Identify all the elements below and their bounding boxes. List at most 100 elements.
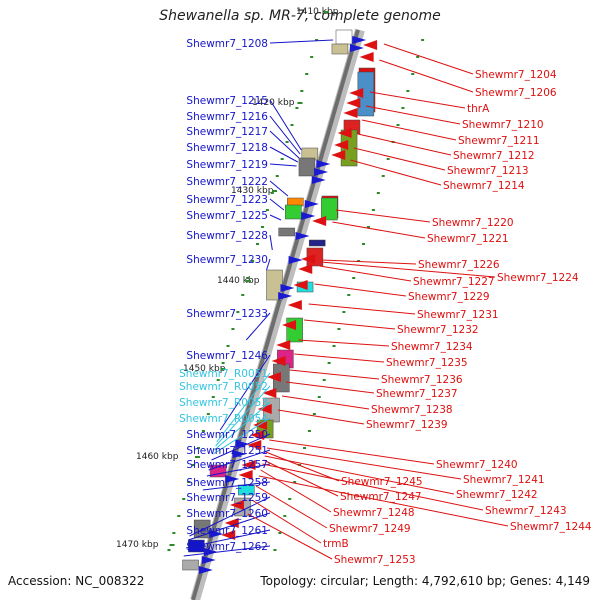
ruler-label: 1430 kbp <box>231 186 274 196</box>
gene-arrow <box>298 264 313 274</box>
gene-label-right: Shewmr7_1232 <box>397 324 479 336</box>
accession-label: Accession: NC_008322 <box>8 574 145 588</box>
feature-block <box>182 559 199 571</box>
gene-label-left: Shewmr7_1219 <box>186 159 268 171</box>
gene-label-right: Shewmr7_1210 <box>462 119 544 131</box>
leader-line <box>369 91 466 109</box>
gene-arrow <box>363 40 378 50</box>
feature-block <box>321 197 338 221</box>
topology-label: Topology: circular; Length: 4,792,610 bp… <box>260 574 590 588</box>
gene-arrow <box>346 98 361 108</box>
gene-label-right: Shewmr7_1211 <box>458 135 540 147</box>
gene-label-left: Shewmr7_R0054 <box>179 413 268 425</box>
gene-arrow <box>349 88 364 98</box>
leader-line <box>269 234 273 251</box>
gene-arrow <box>262 388 277 398</box>
leader-line <box>269 180 289 197</box>
gene-arrow <box>301 254 316 264</box>
gene-labels: Shewmr7_1208Shewmr7_1215Shewmr7_1216Shew… <box>179 38 592 566</box>
leader-line <box>208 449 271 471</box>
leader-line <box>189 496 271 537</box>
gene-arrow <box>316 160 331 168</box>
gene-label-right: trmB <box>323 538 349 550</box>
gene-arrow <box>334 140 349 150</box>
feature-block <box>308 239 326 247</box>
gene-label-right: Shewmr7_1235 <box>386 357 468 369</box>
gene-arrow <box>304 200 319 208</box>
leader-line <box>264 455 455 495</box>
gene-label-left: Shewmr7_1251 <box>186 445 268 457</box>
leader-line <box>260 469 332 513</box>
leader-line <box>251 499 322 544</box>
leader-line <box>258 475 509 527</box>
leader-line <box>245 312 271 341</box>
leader-line <box>266 447 462 480</box>
gene-label-left: Shewmr7_1208 <box>186 38 268 50</box>
gene-label-left: Shewmr7_1262 <box>186 541 268 553</box>
gene-label-right: Shewmr7_1248 <box>333 507 415 519</box>
gene-label-left: Shewmr7_1259 <box>186 492 268 504</box>
leader-line <box>269 439 435 465</box>
gene-arrow <box>288 256 303 264</box>
gene-arrow <box>337 128 352 138</box>
leader-line <box>269 130 300 159</box>
gene-label-left: Shewmr7_1215 <box>186 95 268 107</box>
gene-arrow <box>343 108 358 118</box>
leader-line <box>281 395 370 410</box>
gene-arrow <box>247 440 262 450</box>
leader-line <box>379 59 474 93</box>
gene-label-right: Shewmr7_1220 <box>432 217 514 229</box>
backbone-line <box>191 29 360 600</box>
ruler-label: 1450 kbp <box>183 364 226 374</box>
gene-label-left: Shewmr7_1223 <box>186 194 268 206</box>
leader-line <box>277 409 365 425</box>
gene-arrow <box>250 430 265 440</box>
backbone <box>190 28 365 600</box>
feature-block <box>278 227 295 237</box>
gene-label-right: Shewmr7_1212 <box>453 150 535 162</box>
leader-line <box>357 133 452 156</box>
leader-line <box>269 163 297 167</box>
label-leaders <box>183 39 509 560</box>
gene-arrow <box>225 475 240 483</box>
leader-line <box>314 283 407 297</box>
gene-arrow <box>293 280 308 290</box>
ruler-label: 1460 kbp <box>136 452 179 462</box>
gene-label-right: Shewmr7_1238 <box>371 404 453 416</box>
gene-label-right: Shewmr7_1226 <box>418 259 500 271</box>
gene-arrow <box>257 404 272 414</box>
leader-line <box>255 485 328 529</box>
gene-label-left: Shewmr7_1250 <box>186 429 268 441</box>
gene-label-left: Shewmr7_1222 <box>186 176 268 188</box>
leader-line <box>262 463 484 511</box>
gene-arrow <box>295 232 310 240</box>
gene-label-left: Shewmr7_1261 <box>186 525 268 537</box>
gene-label-left: Shewmr7_1216 <box>186 111 268 123</box>
leader-line <box>211 433 271 461</box>
gene-arrow <box>287 300 302 310</box>
gene-label-right: Shewmr7_1204 <box>475 69 557 81</box>
gene-arrow <box>359 52 374 62</box>
map-title: Shewanella sp. MR-7, complete genome <box>159 8 441 24</box>
leader-line <box>319 265 412 282</box>
gene-label-left: Shewmr7_R0052 <box>179 381 268 393</box>
gene-label-right: Shewmr7_1242 <box>456 489 538 501</box>
leader-line <box>269 99 302 151</box>
leader-line <box>294 353 385 363</box>
gene-label-right: Shewmr7_1237 <box>376 388 458 400</box>
leader-line <box>335 209 431 223</box>
ruler-label: 1470 kbp <box>116 540 159 550</box>
gene-label-right: Shewmr7_1206 <box>475 87 557 99</box>
leader-line <box>269 214 282 221</box>
feature-block <box>193 519 211 539</box>
leader-line <box>263 459 339 497</box>
gene-label-right: Shewmr7_1249 <box>329 523 411 535</box>
gene-label-left: Shewmr7_1257 <box>186 459 268 471</box>
leader-line <box>350 159 442 186</box>
gene-label-right: Shewmr7_1244 <box>510 521 592 533</box>
gene-label-right: Shewmr7_1241 <box>463 474 545 486</box>
leader-line <box>286 381 375 394</box>
gene-label-left: Shewmr7_R0051 <box>179 368 268 380</box>
gene-arrow <box>271 356 286 366</box>
